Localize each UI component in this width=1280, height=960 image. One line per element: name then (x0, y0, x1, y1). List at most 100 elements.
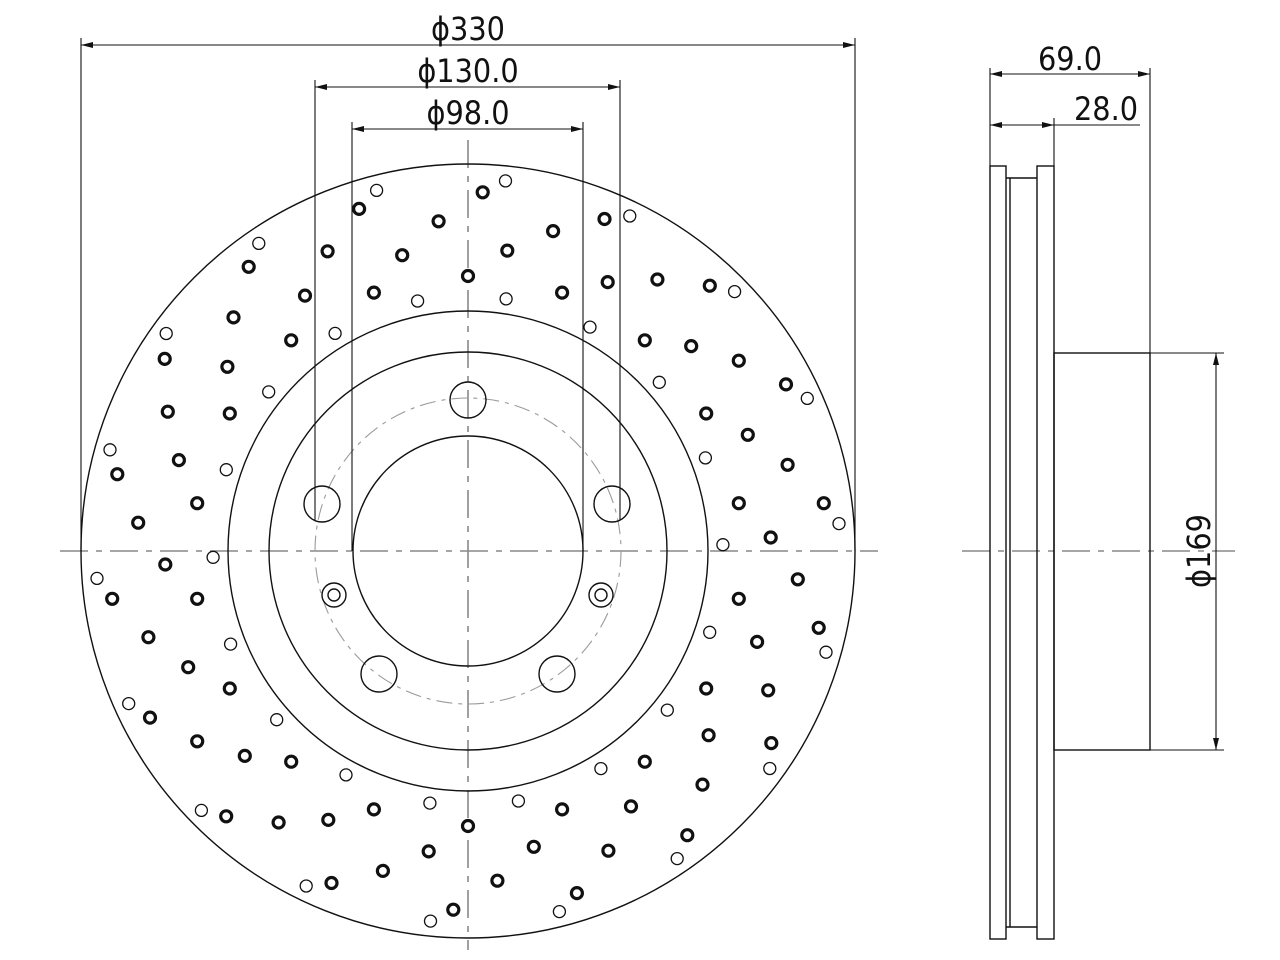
balance-hole (800, 391, 814, 406)
drill-hole (526, 839, 541, 854)
drill-hole (761, 683, 776, 698)
lug-holes (303, 381, 631, 693)
balance-hole (219, 463, 233, 477)
lug-hole (449, 381, 487, 419)
balance-hole (339, 768, 353, 782)
drill-hole (554, 802, 570, 817)
balance-hole (499, 292, 513, 306)
drill-hole (241, 259, 256, 274)
balance-hole (423, 796, 437, 810)
drill-hole (554, 285, 570, 300)
drill-hole (320, 244, 335, 259)
drill-hole (637, 754, 652, 769)
drill-hole (321, 812, 336, 828)
drill-hole (190, 496, 205, 511)
drill-hole (749, 634, 765, 650)
locating-screw-holes (321, 582, 614, 608)
drill-hole (601, 843, 616, 858)
drill-hole (222, 681, 237, 696)
disc-thickness-label: 28.0 (1074, 90, 1138, 128)
drill-hole (284, 333, 299, 348)
screw-hole-outer (588, 582, 614, 608)
balance-hole (159, 326, 173, 341)
drill-hole (475, 185, 490, 200)
balance-hole (727, 284, 742, 299)
drill-hole (190, 591, 205, 606)
balance-hole (819, 645, 833, 659)
drill-hole (366, 802, 381, 817)
drill-hole (431, 214, 446, 229)
front-view: ϕ330 ϕ130.0 ϕ98.0 (60, 10, 878, 950)
balance-hole (194, 803, 209, 818)
balance-hole (299, 879, 313, 893)
lug-hole (538, 655, 576, 693)
inner-friction-plate (1036, 165, 1055, 940)
drill-hole (702, 278, 717, 293)
balance-hole (652, 375, 666, 389)
drill-hole (366, 285, 381, 300)
balance-hole (369, 183, 384, 198)
balance-hole (206, 550, 220, 564)
drill-hole (699, 406, 714, 421)
drill-hole (780, 457, 795, 472)
outer-friction-plate (989, 165, 1007, 940)
balance-hole (583, 320, 597, 334)
drill-hole (284, 754, 299, 769)
balance-hole (252, 236, 266, 251)
drill-hole (297, 288, 313, 303)
balance-hole (716, 538, 730, 552)
side-view: 69.0 28.0 ϕ169 (962, 40, 1235, 940)
drill-hole (142, 710, 158, 725)
hat-section (1053, 352, 1151, 751)
drill-hole (637, 333, 652, 348)
drill-hole (190, 734, 205, 749)
drill-hole (699, 681, 714, 696)
drill-hole (731, 353, 746, 368)
drill-hole (375, 863, 390, 879)
drill-hole (684, 339, 699, 354)
drill-hole (460, 268, 476, 284)
balance-hole (270, 713, 284, 727)
drill-hole (816, 496, 831, 511)
pcd-diameter-label: ϕ130.0 (417, 52, 518, 90)
drill-hole (545, 224, 561, 239)
balance-hole (660, 703, 674, 717)
balance-hole (552, 904, 567, 919)
balance-hole (423, 914, 438, 928)
hat-outer-edge (268, 351, 668, 751)
balance-hole (223, 637, 238, 651)
drill-hole (680, 828, 695, 843)
lug-hole (303, 485, 341, 523)
drill-hole (222, 406, 237, 421)
balance-hole (698, 451, 713, 465)
balance-hole (328, 326, 342, 341)
drill-hole (597, 211, 612, 227)
drill-hole (421, 844, 436, 859)
drill-hole (131, 515, 146, 530)
drill-hole (271, 815, 286, 830)
total-height-label: 69.0 (1038, 40, 1102, 78)
drill-hole (701, 728, 716, 743)
drill-hole (181, 660, 196, 675)
drill-hole (569, 885, 585, 901)
screw-hole-inner (594, 588, 608, 602)
screw-hole-outer (321, 582, 347, 608)
balance-hole (511, 794, 526, 808)
drill-hole (157, 351, 172, 366)
drill-hole (600, 275, 615, 290)
bolt-circle-line (314, 397, 622, 705)
drill-hole (324, 875, 339, 891)
balance-hole (262, 385, 276, 399)
drill-hole (790, 572, 805, 587)
drill-hole (623, 799, 639, 814)
drill-hole (695, 777, 710, 792)
drill-hole (352, 201, 367, 216)
drill-hole (740, 427, 755, 442)
drill-hole (110, 467, 125, 482)
balance-hole (832, 516, 846, 531)
drill-hole (219, 809, 234, 824)
balance-hole (103, 443, 117, 457)
drill-hole (237, 748, 252, 764)
balance-hole (670, 851, 684, 866)
drill-hole (220, 359, 235, 374)
